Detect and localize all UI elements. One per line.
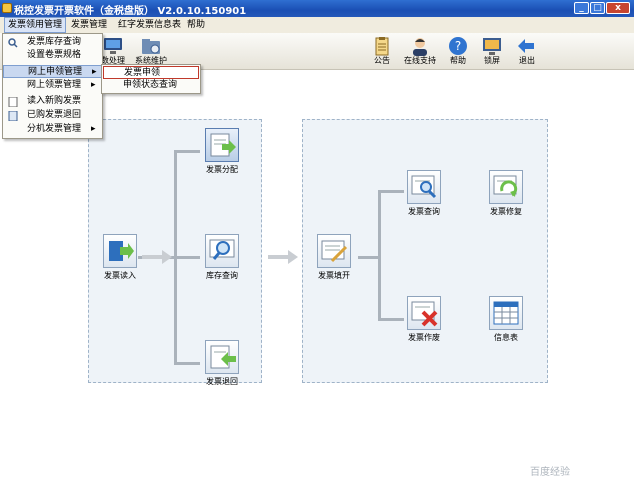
window-title: 税控发票开票软件（金税盘版） V2.0.10.150901 [14, 6, 247, 17]
toolbar-label: 锁屏 [484, 56, 500, 65]
menu-item-return-purchased[interactable]: 已购发票退回 [3, 109, 102, 122]
watermark-text: 百度经验 [530, 467, 570, 478]
invoice-distribute-node[interactable]: 发票分配 [196, 128, 248, 175]
monitor-icon [104, 38, 122, 54]
search-icon [8, 38, 18, 48]
toolbar-label: 帮助 [450, 56, 466, 65]
magnifier-icon [205, 234, 239, 268]
invoice-return-icon [205, 340, 239, 374]
connector-line [174, 256, 200, 259]
connector-line [174, 362, 200, 365]
menu-red-invoice-info[interactable]: 红字发票信息表 [118, 20, 182, 30]
invoice-fill-node[interactable]: 发票填开 [308, 234, 360, 281]
invoice-return-node[interactable]: 发票退回 [196, 340, 248, 387]
menu-item-online-apply[interactable]: 网上申领管理 ▸ [3, 65, 102, 78]
toolbar-lock-screen-button[interactable]: 锁屏 [475, 34, 509, 66]
title-bar: 税控发票开票软件（金税盘版） V2.0.10.150901 _ □ x [0, 0, 634, 17]
toolbar-system-maintenance-button[interactable]: 系统维护 [134, 34, 168, 66]
node-label: 发票填开 [318, 271, 350, 280]
usb-import-icon [103, 234, 137, 268]
menu-bar: 发票领用管理 发票管理 红字发票信息表 帮助 [0, 17, 634, 34]
stock-query-node[interactable]: 库存查询 [196, 234, 248, 281]
menu-item-extension-manage[interactable]: 分机发票管理 ▸ [27, 124, 96, 134]
menu-help[interactable]: 帮助 [187, 20, 206, 30]
connector-line [378, 318, 404, 321]
invoice-distribute-icon [205, 128, 239, 162]
invoice-void-icon [407, 296, 441, 330]
invoice-search-icon [407, 170, 441, 204]
menu-item-apply-status-query[interactable]: 申领状态查询 [123, 80, 178, 90]
clipboard-icon [375, 37, 389, 56]
minimize-button[interactable]: _ [574, 2, 589, 14]
help-icon: ? [449, 37, 467, 55]
svg-text:?: ? [455, 39, 461, 53]
chevron-right-icon: ▸ [91, 80, 96, 90]
node-label: 发票分配 [206, 165, 238, 174]
chevron-right-icon: ▸ [92, 67, 97, 77]
invoice-procurement-dropdown: 发票库存查询 设置卷票规格 网上申领管理 ▸ 网上领票管理 ▸ 读入新购发票 已… [2, 33, 103, 139]
invoice-void-node[interactable]: 发票作废 [398, 296, 450, 343]
arrow-right-icon [142, 250, 172, 264]
invoice-repair-icon [489, 170, 523, 204]
connector-line [378, 190, 404, 193]
toolbar-label: 在线支持 [404, 56, 436, 65]
folder-settings-icon [142, 39, 160, 54]
node-label: 发票退回 [206, 377, 238, 386]
chevron-right-icon: ▸ [91, 124, 96, 134]
toolbar-label: 公告 [374, 56, 390, 65]
menu-item-online-collect[interactable]: 网上领票管理 ▸ [27, 80, 96, 90]
connector-line [358, 256, 378, 259]
invoice-read-node[interactable]: 发票读入 [94, 234, 146, 281]
node-label: 发票读入 [104, 271, 136, 280]
app-icon [2, 3, 12, 13]
info-table-node[interactable]: 信息表 [480, 296, 532, 343]
invoice-repair-node[interactable]: 发票修复 [480, 170, 532, 217]
toolbar-help-button[interactable]: ? 帮助 [441, 34, 475, 66]
toolbar-data-processing-button[interactable]: 数处理 [96, 34, 130, 66]
close-button[interactable]: x [606, 2, 630, 14]
node-label: 发票作废 [408, 333, 440, 342]
toolbar-notice-button[interactable]: 公告 [365, 34, 399, 66]
document-icon [8, 97, 18, 107]
menu-item-invoice-apply[interactable]: 发票申领 [103, 66, 199, 79]
menu-item-roll-spec[interactable]: 设置卷票规格 [27, 50, 82, 60]
node-label: 库存查询 [206, 271, 238, 280]
arrow-right-icon [268, 250, 298, 264]
menu-item-read-new[interactable]: 读入新购发票 [3, 95, 102, 108]
table-grid-icon [489, 296, 523, 330]
support-agent-icon [413, 38, 427, 56]
lock-screen-icon [483, 38, 501, 55]
menu-invoice-management[interactable]: 发票管理 [71, 20, 108, 30]
node-label: 发票修复 [490, 207, 522, 216]
toolbar-label: 数处理 [101, 56, 125, 65]
invoice-query-node[interactable]: 发票查询 [398, 170, 450, 217]
menu-item-stock-query[interactable]: 发票库存查询 [3, 36, 102, 49]
online-apply-submenu: 发票申领 申领状态查询 [101, 64, 201, 94]
menu-invoice-procurement[interactable]: 发票领用管理 [4, 17, 67, 33]
toolbar-label: 退出 [519, 56, 535, 65]
maximize-button[interactable]: □ [590, 2, 605, 14]
connector-line [174, 150, 200, 153]
toolbar-exit-button[interactable]: 退出 [510, 34, 544, 66]
invoice-pen-icon [317, 234, 351, 268]
toolbar-online-support-button[interactable]: 在线支持 [403, 34, 437, 66]
document-return-icon [8, 111, 18, 121]
connector-line [378, 190, 381, 320]
node-label: 信息表 [494, 333, 518, 342]
node-label: 发票查询 [408, 207, 440, 216]
toolbar-label: 系统维护 [135, 56, 167, 65]
toolbar: 数处理 系统维护 公告 在线支持 ? 帮助 [0, 33, 634, 70]
exit-arrow-icon [518, 39, 534, 53]
